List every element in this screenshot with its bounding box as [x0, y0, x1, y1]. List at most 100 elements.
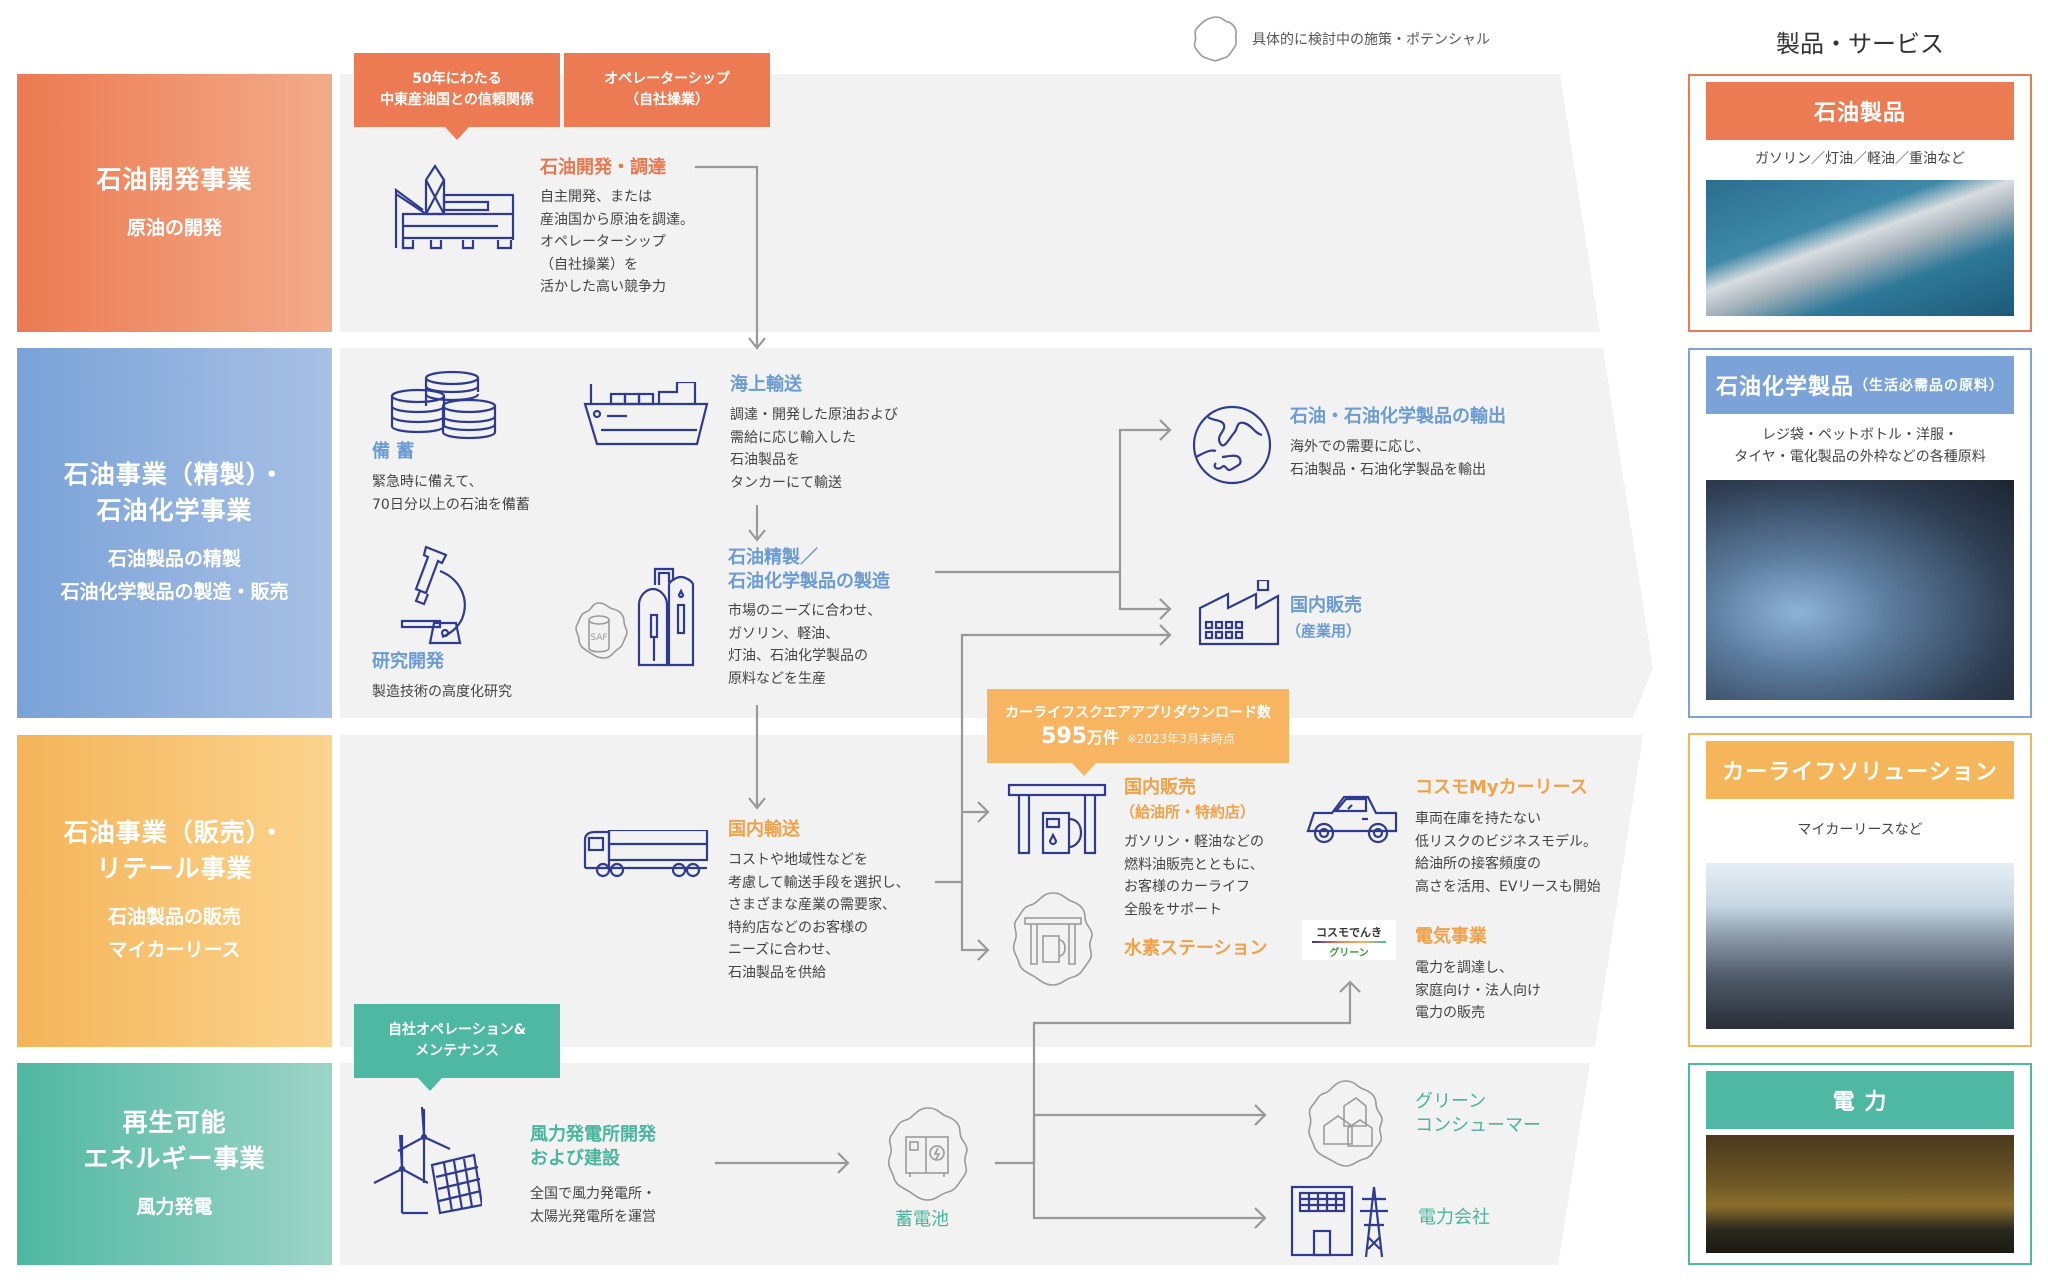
arrow-to-power-company [1032, 1115, 1265, 1220]
node-title-power-company: 電力会社 [1418, 1207, 1490, 1228]
segment-oil-development: 石油開発事業 原油の開発 [17, 74, 332, 332]
node-title-export: 石油・石油化学製品の輸出 [1290, 406, 1506, 427]
arrowhead [1159, 419, 1172, 441]
node-desc-retail-sales: ガソリン・軽油などの 燃料油販売とともに、 お客様のカーライフ 全般をサポート [1124, 834, 1264, 918]
tanker-ship-icon [583, 382, 709, 446]
node-sub-retail-sales: （給油所・特約店） [1120, 803, 1256, 821]
band-refining [340, 348, 1653, 718]
node-title-car-lease: コスモMyカーリース [1415, 777, 1588, 798]
node-desc-export: 海外での需要に応じ、 石油製品・石油化学製品を輸出 [1290, 439, 1486, 478]
app-downloads-note: ※2023年3月末時点 [1126, 731, 1235, 746]
globe-icon [1192, 405, 1272, 485]
tag-label: 50年にわたる 中東産油国との信頼関係 [380, 71, 534, 108]
node-title-refining: 石油精製／ 石油化学製品の製造 [728, 547, 890, 592]
arrow-battery-split [995, 982, 1352, 1165]
gas-station-icon [1007, 783, 1107, 855]
tag-app-downloads: カーライフスクエアアプリダウンロード数 595万件 ※2023年3月末時点 [987, 689, 1289, 776]
legend-label: 具体的に検討中の施策・ポテンシャル [1252, 32, 1490, 48]
logo-line-2: グリーン [1329, 948, 1369, 959]
node-desc-car-lease: 車両在庫を持たない 低リスクのビジネスモデル。 給油所の接客頻度の 高さを活用、… [1415, 811, 1601, 895]
product-title: 石油製品 [1813, 101, 1906, 126]
node-title-rnd: 研究開発 [372, 651, 444, 672]
product-header: 石油化学製品（生活必需品の原料） [1706, 356, 2014, 414]
node-title-industrial-sales: 国内販売 [1290, 595, 1362, 616]
tag-trust-relationship: 50年にわたる 中東産油国との信頼関係 [354, 53, 560, 140]
node-title-marine-transport: 海上輸送 [730, 374, 802, 395]
arrowhead [748, 529, 766, 542]
segment-subtitle: 石油製品の精製 石油化学製品の製造・販売 [60, 548, 289, 603]
saf-cloud-icon: SAF [575, 602, 628, 659]
node-desc-rnd: 製造技術の高度化研究 [372, 684, 512, 700]
arrowhead [1254, 1104, 1267, 1126]
node-desc-domestic-transport: コストや地域性などを 考慮して輸送手段を選択し、 さまざまな産業の需要家、 特約… [728, 852, 910, 981]
node-title-electricity: 電気事業 [1415, 926, 1487, 947]
node-desc-marine-transport: 調達・開発した原油および 需給に応じ輸入した 石油製品を タンカーにて輸送 [730, 407, 898, 491]
node-title-green-consumer: グリーン コンシューマー [1415, 1091, 1541, 1136]
product-title: 石油化学製品 [1715, 375, 1854, 400]
node-sub-industrial-sales: （産業用） [1286, 622, 1362, 640]
product-header: カーライフソリューション [1706, 741, 2014, 799]
node-title-oil-development: 石油開発・調達 [540, 157, 666, 178]
arrow-transport-split [935, 633, 1170, 884]
cloud-icon [1193, 16, 1237, 62]
product-desc: ガソリン／灯油／軽油／重油など [1755, 151, 1965, 167]
arrowhead [977, 939, 990, 961]
node-desc-refining: 市場のニーズに合わせ、 ガソリン、軽油、 灯油、石油化学製品の 原料などを生産 [728, 603, 882, 687]
node-title-hydrogen-station: 水素ステーション [1124, 938, 1268, 959]
tag-self-operation: 自社オペレーション& メンテナンス [354, 1004, 560, 1091]
product-header: 石油製品 [1706, 82, 2014, 140]
cosmo-denki-green-logo: コスモでんき グリーン [1302, 920, 1396, 960]
legend: 具体的に検討中の施策・ポテンシャル [1192, 14, 1490, 64]
app-downloads-label: カーライフスクエアアプリダウンロード数 [1005, 704, 1271, 721]
segment-title: 石油事業（精製）・ 石油化学事業 [63, 460, 286, 525]
segment-subtitle: 石油製品の販売 マイカーリース [107, 906, 241, 961]
arrow-refining-to-industrial [1118, 572, 1170, 611]
logo-line-1: コスモでんき [1316, 926, 1382, 939]
arrowhead [1254, 1207, 1267, 1229]
node-title-retail-sales: 国内販売 [1124, 777, 1196, 798]
node-title-wind-development: 風力発電所開発 および建設 [530, 1124, 656, 1169]
product-card-electricity: 電 力 [1688, 1063, 2032, 1265]
app-downloads-value: 595 [1041, 723, 1087, 749]
tanker-truck-icon [583, 830, 709, 878]
factory-icon [1198, 580, 1280, 646]
car-icon [1306, 795, 1398, 844]
product-title: カーライフソリューション [1722, 760, 1998, 785]
gas-station-staff-photo [1706, 863, 2014, 1029]
oil-rig-icon [394, 163, 515, 250]
segment-title: 石油開発事業 [96, 164, 253, 194]
band-oil-development [340, 74, 1600, 332]
product-subtitle: （生活必需品の原料） [1854, 378, 2004, 394]
product-card-petrochemical: 石油化学製品（生活必需品の原料） レジ袋・ペットボトル・洋服・ タイヤ・電化製品… [1688, 348, 2032, 718]
tag-label: オペレーターシップ （自社操業） [604, 71, 730, 108]
microscope-icon [400, 545, 466, 645]
node-desc-stockpile: 緊急時に備えて、 70日分以上の石油を備蓄 [372, 474, 530, 513]
node-title-battery: 蓄電池 [895, 1209, 949, 1230]
night-city-photo [1706, 1135, 2014, 1253]
tanker-photo [1706, 180, 2014, 316]
arrowhead [1339, 980, 1361, 993]
houses-icon [1308, 1080, 1383, 1167]
arrowhead [977, 801, 990, 823]
product-title: 電 力 [1832, 1090, 1888, 1115]
arrowhead [1159, 624, 1172, 646]
oil-tanks-icon [390, 370, 497, 440]
node-desc-electricity: 電力を調達し、 家庭向け・法人向け 電力の販売 [1415, 960, 1541, 1021]
app-downloads-unit: 万件 [1087, 727, 1120, 747]
node-title-stockpile: 備 蓄 [372, 441, 415, 462]
segment-subtitle: 風力発電 [136, 1195, 213, 1218]
segment-subtitle: 原油の開発 [126, 216, 222, 239]
refinery-icon [637, 567, 695, 667]
products-title: 製品・サービス [1776, 30, 1944, 58]
segment-title: 再生可能 エネルギー事業 [83, 1107, 266, 1173]
segment-renewable: 再生可能 エネルギー事業 風力発電 [17, 1063, 332, 1265]
segment-refining: 石油事業（精製）・ 石油化学事業 石油製品の精製 石油化学製品の製造・販売 [17, 348, 332, 718]
segment-title: 石油事業（販売）・ リテール事業 [63, 818, 286, 883]
saf-label: SAF [590, 633, 607, 643]
arrowhead [837, 1152, 850, 1174]
node-desc-wind-development: 全国で風力発電所・ 太陽光発電所を運営 [530, 1186, 656, 1225]
arrow-refining-split [935, 428, 1170, 574]
node-title-domestic-transport: 国内輸送 [728, 819, 800, 840]
product-card-petroleum: 石油製品 ガソリン／灯油／軽油／重油など [1688, 74, 2032, 332]
tag-operatorship: オペレーターシップ （自社操業） [564, 53, 770, 127]
